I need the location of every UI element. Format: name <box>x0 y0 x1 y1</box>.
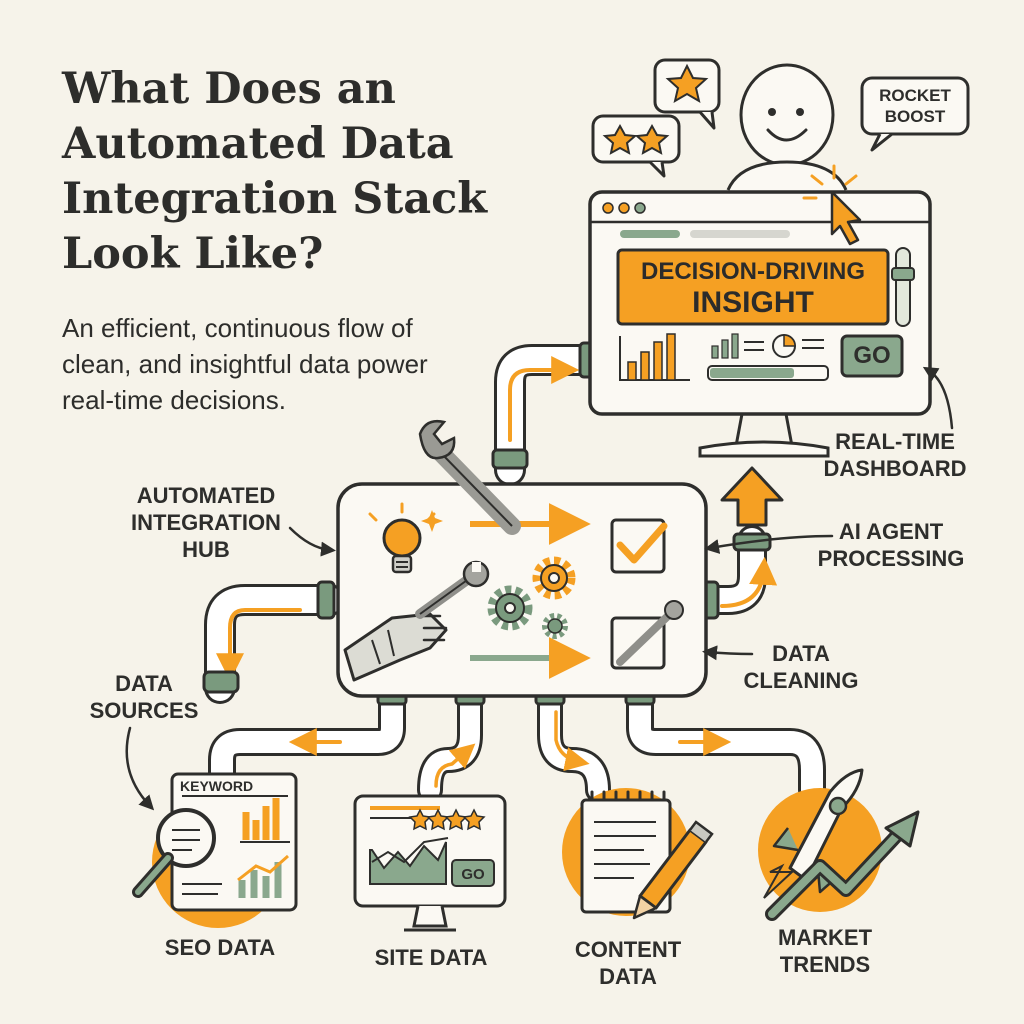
wrench-icon <box>415 560 490 619</box>
mini-bar-chart <box>711 333 764 359</box>
label-site-data: SITE DATA <box>374 945 488 970</box>
gear-icon <box>542 613 568 639</box>
dashboard-go-button-bg <box>840 334 904 378</box>
two-star-bubble <box>591 114 681 178</box>
rocket-boost-bubble <box>860 76 970 152</box>
label-real-time-dashboard: REAL-TIME DASHBOARD <box>823 429 967 481</box>
site-data-source <box>353 794 507 932</box>
gear-icon <box>532 556 576 600</box>
seo-data-source <box>132 772 298 928</box>
site-go-button-label: GO <box>461 866 485 883</box>
arrow-to-dashboard <box>720 466 784 527</box>
site-go-button-bg <box>451 859 495 887</box>
market-trends-source <box>758 768 920 921</box>
rating-stars <box>408 808 486 831</box>
label-automated-integration-hub: AUTOMATED INTEGRATION HUB <box>131 483 281 562</box>
rocket-boost-label: ROCKET BOOST <box>879 86 951 126</box>
rocket-icon <box>763 768 864 899</box>
dashboard-go-button[interactable]: GO <box>853 342 891 369</box>
star-icon <box>602 123 638 155</box>
trend-arrow-icon <box>765 810 920 921</box>
cursor-icon <box>802 164 862 246</box>
mini-pie-chart <box>772 334 824 358</box>
label-seo-data: SEO DATA <box>164 935 276 960</box>
dashboard-monitor <box>588 63 932 458</box>
robot-hand-icon <box>343 612 448 682</box>
checkbox-icon <box>610 600 684 670</box>
flow-arrow-up-left <box>508 356 580 442</box>
gear-icon <box>487 585 533 631</box>
label-data-cleaning: DATA CLEANING <box>743 641 859 693</box>
label-ai-agent-processing: AI AGENT PROCESSING <box>817 519 965 571</box>
pencil-icon <box>632 820 714 920</box>
checkbox-icon <box>610 518 668 574</box>
content-data-source <box>562 788 714 920</box>
user-icon <box>726 63 848 191</box>
page-subtitle: An efficient, continuous flow of clean, … <box>62 313 428 415</box>
star-icon <box>665 63 709 104</box>
pipes <box>204 344 826 804</box>
star-icon <box>634 123 670 155</box>
star-bubble <box>653 58 721 130</box>
label-content-data: CONTENT DATA <box>574 937 682 989</box>
banner-line-1: DECISION-DRIVING <box>640 258 865 285</box>
label-market-trends: MARKET TRENDS <box>777 925 873 977</box>
keyword-card-title: KEYWORD <box>180 778 253 794</box>
label-data-sources: DATA SOURCES <box>89 671 199 723</box>
integration-hub <box>336 482 708 698</box>
insight-banner-text: DECISION-DRIVING INSIGHT <box>621 251 885 323</box>
insight-banner <box>616 248 890 326</box>
callout-arrows <box>125 366 954 811</box>
banner-line-2: INSIGHT <box>692 286 814 319</box>
mini-bar-chart <box>619 333 690 381</box>
page-title: What Does an Automated Data Integration … <box>62 64 488 279</box>
magnifier-icon <box>132 808 216 898</box>
wrench-icon <box>418 420 521 535</box>
lightbulb-icon <box>368 502 443 574</box>
